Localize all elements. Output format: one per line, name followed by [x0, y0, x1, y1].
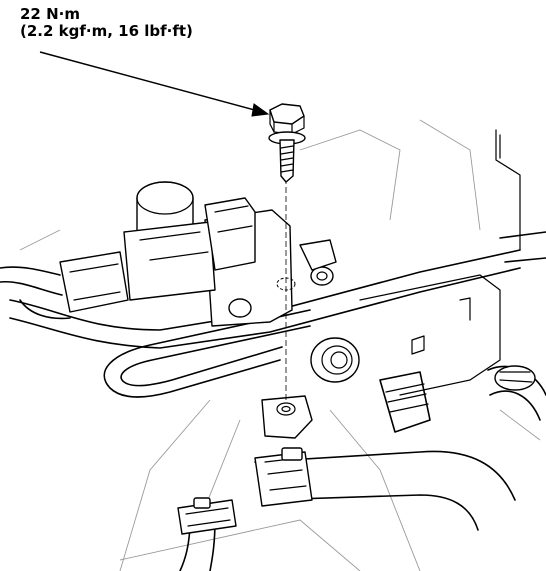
upper-hose	[9, 231, 546, 349]
u-pipe	[103, 309, 311, 398]
solenoid-valve	[0, 181, 337, 327]
torque-alt-label: (2.2 kgf·m, 16 lbf·ft)	[20, 22, 193, 40]
hose-clamp-left	[177, 497, 237, 535]
callout-leader-arrow	[39, 51, 270, 117]
mounting-boss	[261, 395, 313, 439]
ribbed-hose	[379, 365, 546, 433]
hose-clamp-center	[254, 447, 313, 507]
torque-spec-callout: 22 N·m (2.2 kgf·m, 16 lbf·ft)	[20, 6, 193, 40]
right-housing	[359, 129, 521, 396]
torque-nm-label: 22 N·m	[20, 5, 80, 23]
flange-bolt	[268, 103, 306, 402]
round-port	[310, 337, 360, 383]
